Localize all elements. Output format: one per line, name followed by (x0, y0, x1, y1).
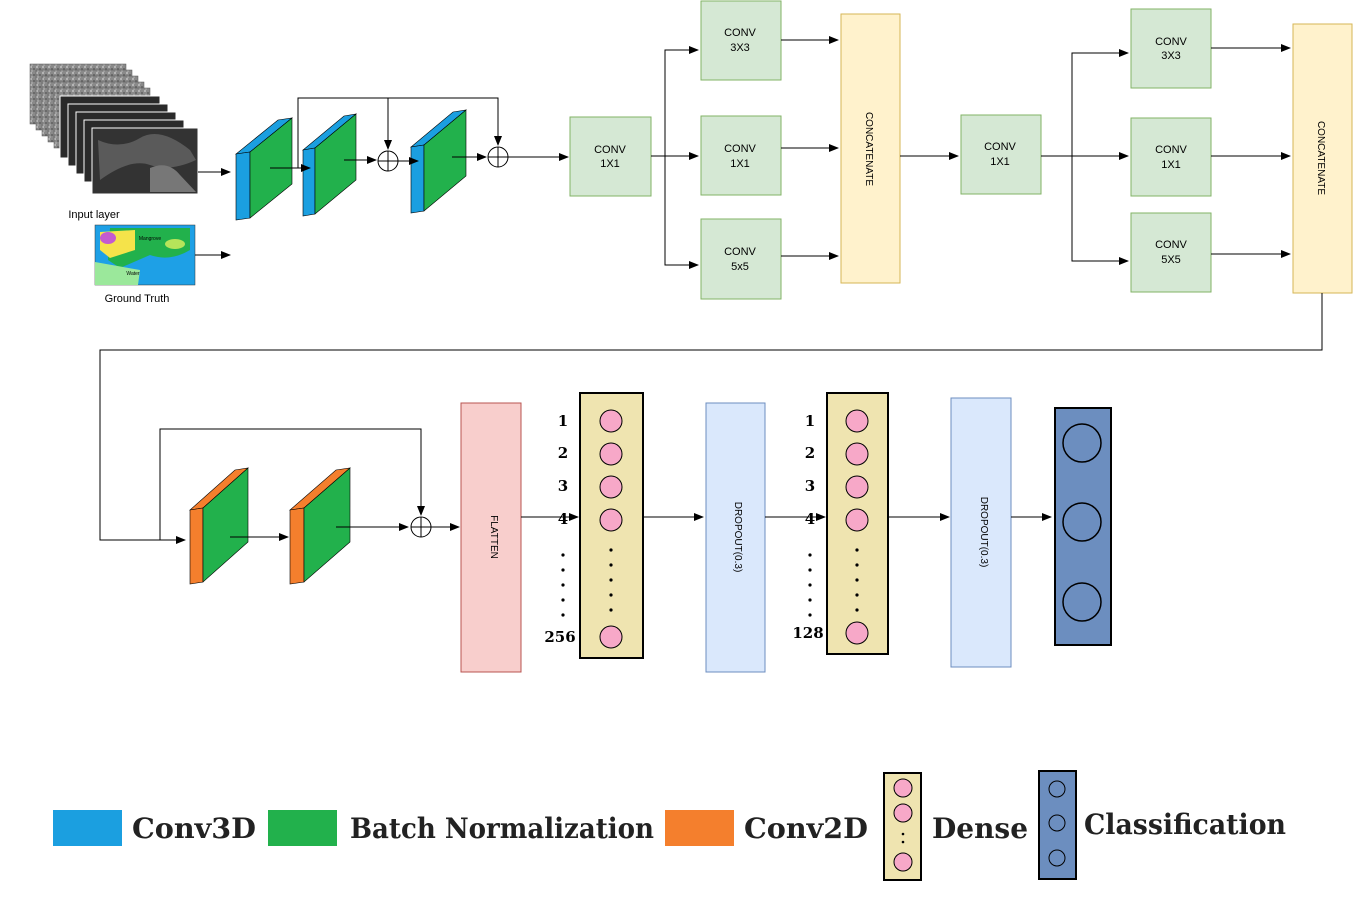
legend-label-dense: Dense (932, 812, 1028, 845)
conv-size-label: 1X1 (730, 158, 750, 170)
neuron-index: 1 (558, 412, 568, 430)
neuron (599, 508, 623, 532)
conv-size-label: 1X1 (990, 156, 1010, 168)
legend-label-classification: Classification (1084, 808, 1286, 841)
gt-region-label: Water (126, 271, 139, 277)
conv-1x1-input-box (960, 114, 1042, 195)
conv-size-label: 3X3 (730, 42, 750, 54)
arrow (664, 46, 699, 156)
conv-label: CONV (1155, 36, 1187, 48)
neuron-index: 1 (805, 412, 815, 430)
arrow (1071, 156, 1129, 265)
class-neuron (1062, 582, 1102, 622)
conv-label: CONV (594, 144, 626, 156)
conv-label: CONV (984, 141, 1016, 153)
concatenate-label: CONCATENATE (863, 112, 874, 186)
neuron (845, 409, 869, 433)
dropout-label: DROPOUT(0.3) (978, 497, 989, 568)
conv-label: CONV (724, 143, 756, 155)
dense2-neurons (845, 409, 869, 645)
neuron (599, 442, 623, 466)
legend-swatch-conv3d (53, 810, 122, 846)
flatten-box (460, 402, 522, 673)
concatenate-box (1292, 23, 1353, 294)
conv-size-label: 5X5 (1161, 254, 1181, 266)
concatenate-label: CONCATENATE (1315, 121, 1326, 195)
neuron (845, 508, 869, 532)
neuron (845, 621, 869, 645)
neuron-index: 2 (805, 444, 815, 462)
conv2d-block-1 (189, 467, 249, 585)
conv3d-block-1 (234, 117, 294, 221)
ground-truth-map: Mangrove Water (94, 224, 196, 286)
conv-5x5-box (1130, 212, 1212, 293)
neuron-index: 2 (558, 444, 568, 462)
conv-1x1-box (1130, 117, 1212, 197)
wrap-connector (99, 293, 1323, 544)
conv3d-block-2 (301, 113, 358, 217)
conv-3x3-box (1130, 8, 1212, 89)
dense1-neurons (599, 409, 623, 649)
conv-label: CONV (724, 27, 756, 39)
arrow (1071, 49, 1129, 156)
legend-label-conv2d: Conv2D (744, 812, 868, 845)
input-layer-label: Input layer (68, 209, 120, 221)
conv-1x1-input-box (569, 116, 652, 197)
neuron-index: 256 (544, 628, 575, 646)
neuron-index: 3 (558, 477, 568, 495)
neuron (599, 475, 623, 499)
class-neuron (1062, 502, 1102, 542)
skip-connection (297, 97, 502, 168)
neuron (599, 625, 623, 649)
neuron-index: 4 (558, 510, 568, 528)
legend-swatch-dense (883, 772, 922, 881)
neuron (599, 409, 623, 433)
conv-label: CONV (1155, 144, 1187, 156)
ground-truth-label: Ground Truth (105, 293, 170, 305)
flatten-label: FLATTEN (488, 515, 499, 559)
conv-size-label: 1X1 (600, 158, 620, 170)
legend-swatch-classification (1038, 770, 1077, 880)
class-neuron (1062, 423, 1102, 463)
legend: Conv3D Batch Normalization Conv2D Dense … (53, 770, 1286, 881)
conv-1x1-box (700, 115, 782, 196)
skip-connection (159, 428, 425, 540)
neuron-index: 128 (792, 624, 823, 642)
conv-label: CONV (1155, 239, 1187, 251)
dropout-box (950, 397, 1012, 668)
conv3d-block-3 (409, 109, 468, 214)
gt-region-label: Mangrove (139, 236, 161, 242)
legend-swatch-conv2d (665, 810, 734, 846)
legend-label-conv3d: Conv3D (132, 812, 256, 845)
neuron-index: 3 (805, 477, 815, 495)
neuron (845, 442, 869, 466)
arrow (664, 156, 699, 269)
conv-size-label: 3X3 (1161, 50, 1181, 62)
dropout-box (705, 402, 766, 673)
legend-label-batch-norm: Batch Normalization (350, 812, 654, 845)
conv-3x3-box (700, 0, 782, 81)
input-image-stack (29, 63, 199, 195)
conv2d-block-2 (289, 467, 351, 585)
conv-label: CONV (724, 246, 756, 258)
conv-5x5-box (700, 218, 782, 300)
neuron-index: 4 (805, 510, 815, 528)
conv-size-label: 5x5 (731, 261, 749, 273)
concatenate-box (840, 13, 901, 284)
neuron (845, 475, 869, 499)
conv-size-label: 1X1 (1161, 159, 1181, 171)
dropout-label: DROPOUT(0.3) (732, 502, 743, 573)
legend-swatch-batch-norm (268, 810, 337, 846)
